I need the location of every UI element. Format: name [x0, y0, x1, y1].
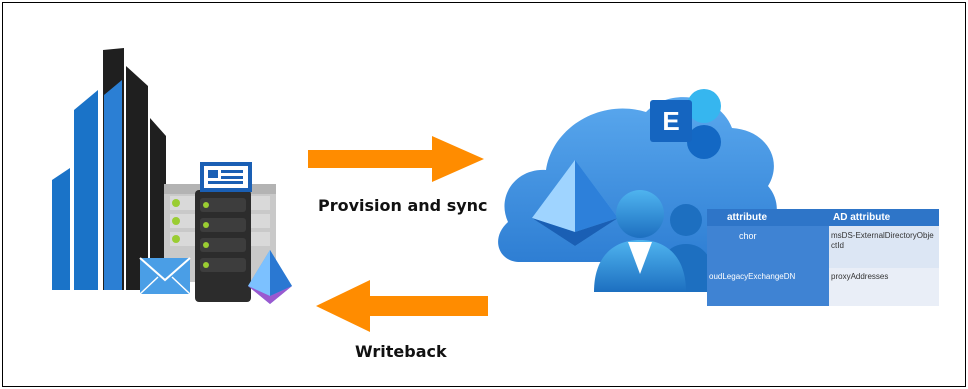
- svg-text:E: E: [662, 106, 679, 136]
- table-cell: oudLegacyExchangeDN: [709, 272, 796, 281]
- writeback-label: Writeback: [355, 342, 447, 361]
- table-cell: proxyAddresses: [831, 272, 889, 281]
- attribute-table-bg: [707, 226, 939, 306]
- exchange-icon: E: [650, 89, 721, 159]
- users-icon: [594, 190, 716, 292]
- server-icon: [164, 162, 276, 302]
- entra-icon: [248, 250, 292, 304]
- table-cell: chor: [739, 231, 757, 241]
- entra-cloud-icon: [532, 160, 618, 246]
- table-header-attribute: attribute: [707, 209, 829, 226]
- provision-arrow: [308, 136, 484, 182]
- writeback-arrow: [316, 280, 488, 332]
- provision-label: Provision and sync: [318, 196, 488, 215]
- mail-icon: [139, 257, 191, 295]
- on-premises-buildings-icon: [52, 48, 166, 290]
- table-header-ad-attribute: AD attribute: [829, 209, 939, 226]
- table-cell: msDS-ExternalDirectoryObjectId: [831, 231, 934, 250]
